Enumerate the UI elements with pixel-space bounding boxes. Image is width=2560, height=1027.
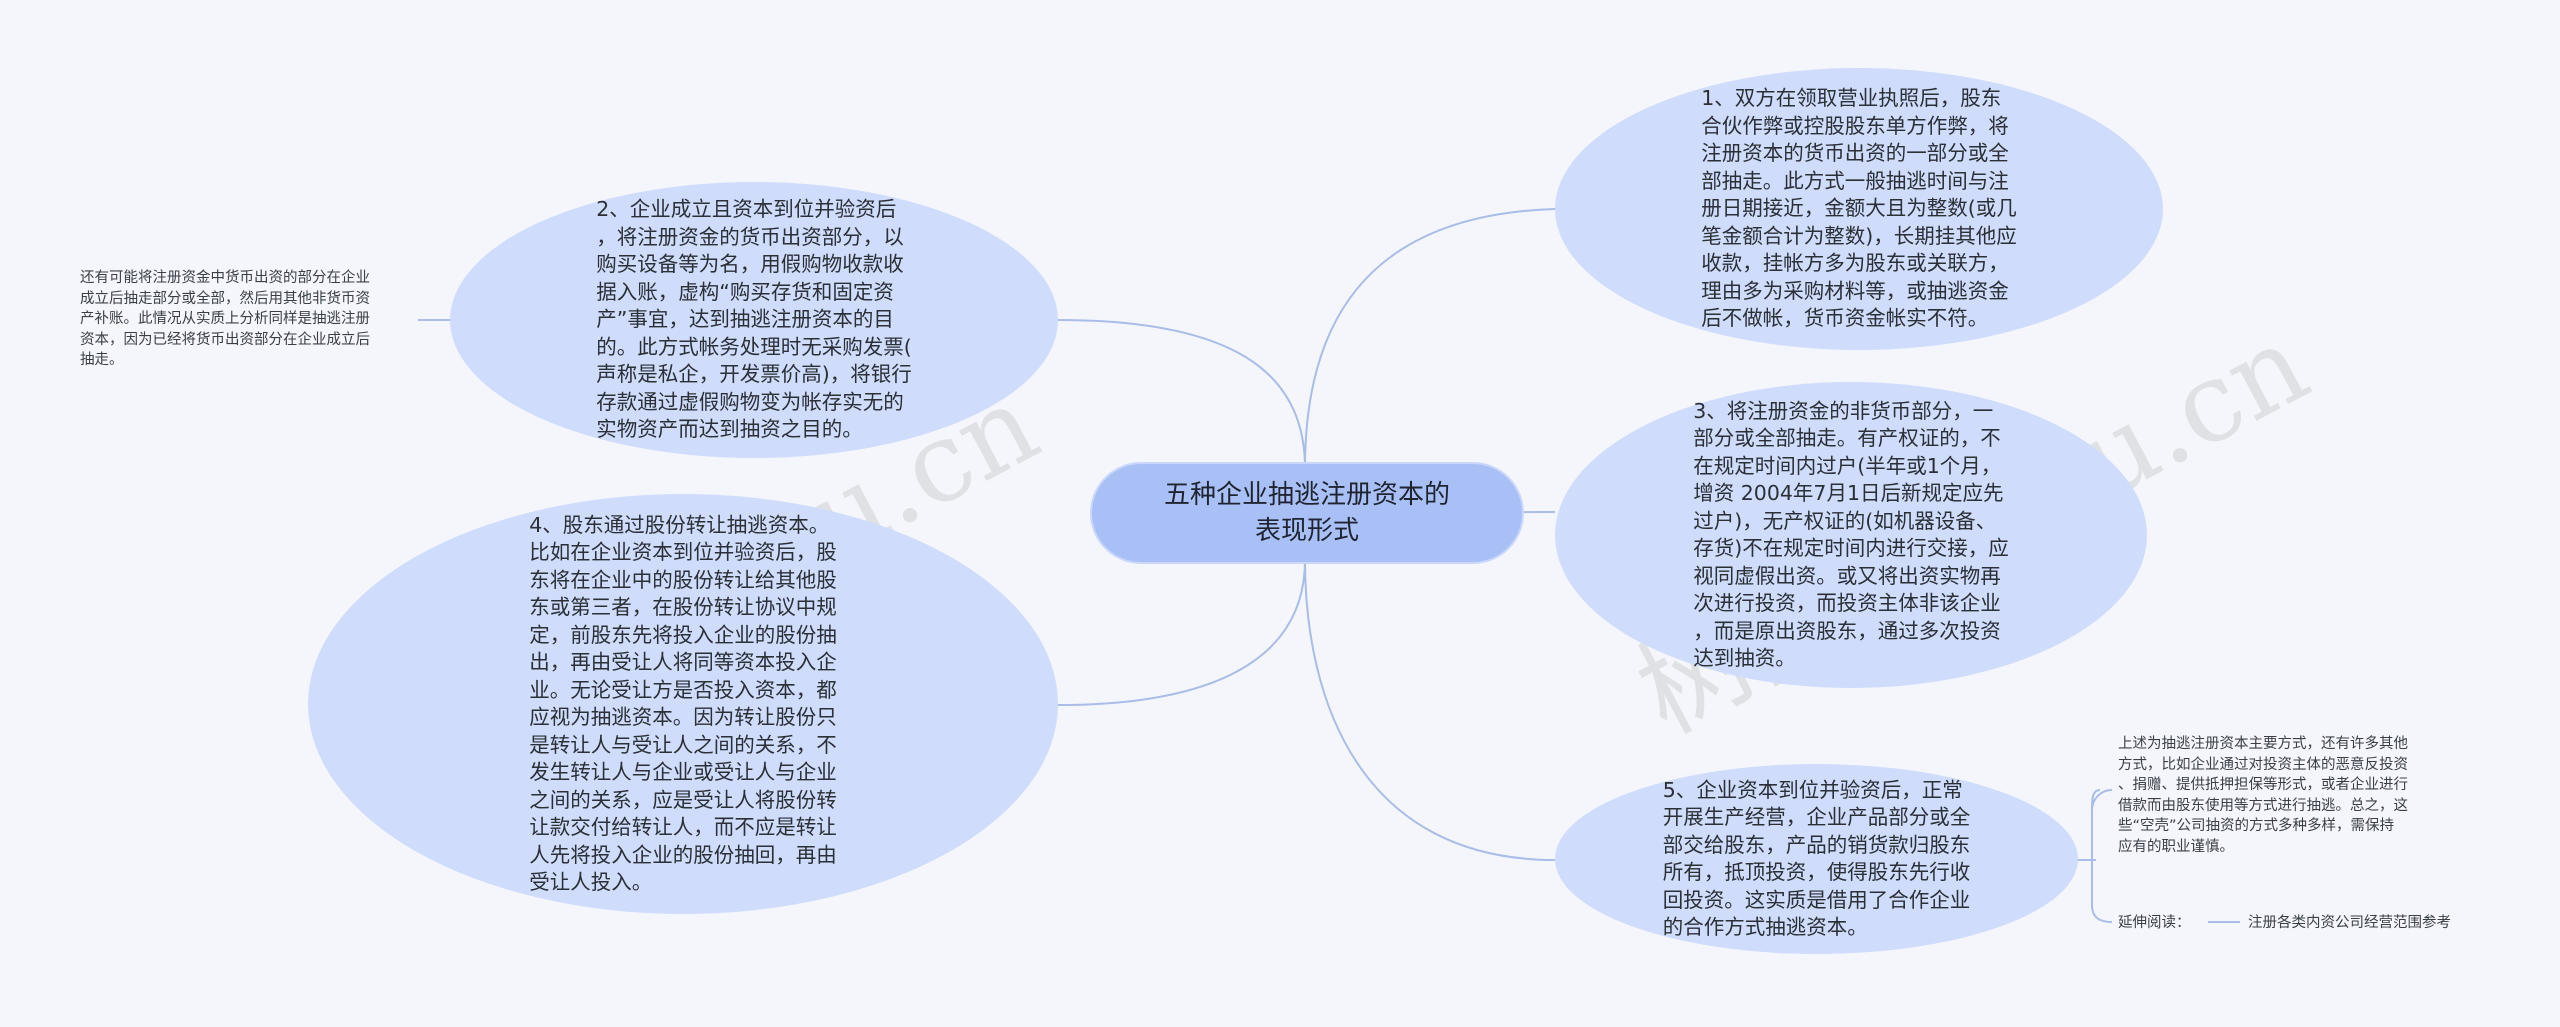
branch-5[interactable]: 5、企业资本到位并验资后，正常 开展生产经营，企业产品部分或全 部交给股东，产品… [1555, 764, 2078, 954]
branch-3[interactable]: 3、将注册资金的非货币部分，一 部分或全部抽走。有产权证的，不 在规定时间内过户… [1555, 382, 2147, 688]
link-root-branch1 [1304, 208, 1556, 469]
extend-reading-link[interactable]: 注册各类内资公司经营范围参考 [2248, 915, 2451, 931]
root-topic-label: 五种企业抽逃注册资本的 表现形式 [1163, 480, 1450, 546]
link-root-branch5 [1304, 559, 1556, 861]
branch-2-text: 2、企业成立且资本到位并验资后 ，将注册资金的货币出资部分，以 购买设备等为名，… [596, 197, 912, 442]
branch-4[interactable]: 4、股东通过股份转让抽逃资本。 比如在企业资本到位并验资后，股 东将在企业中的股… [308, 494, 1058, 914]
branch-4-text: 4、股东通过股份转让抽逃资本。 比如在企业资本到位并验资后，股 东将在企业中的股… [529, 512, 837, 895]
branch-3-text: 3、将注册资金的非货币部分，一 部分或全部抽走。有产权证的，不 在规定时间内过户… [1693, 398, 2009, 671]
branch-1-text: 1、双方在领取营业执照后，股东 合伙作弊或控股股东单方作弊，将 注册资本的货币出… [1701, 86, 2017, 331]
branch-2[interactable]: 2、企业成立且资本到位并验资后 ，将注册资金的货币出资部分，以 购买设备等为名，… [450, 182, 1058, 458]
link-branch5-notes [2078, 789, 2113, 923]
extend-reading-label: 延伸阅读： [2118, 915, 2191, 931]
link-root-branch4 [1057, 559, 1306, 706]
note-right: 上述为抽逃注册资本主要方式，还有许多其他 方式，比如企业通过对投资主体的恶意反投… [2118, 736, 2408, 855]
branch-5-text: 5、企业资本到位并验资后，正常 开展生产经营，企业产品部分或全 部交给股东，产品… [1662, 777, 1971, 940]
branch-1[interactable]: 1、双方在领取营业执照后，股东 合伙作弊或控股股东单方作弊，将 注册资本的货币出… [1555, 68, 2163, 350]
root-topic[interactable]: 五种企业抽逃注册资本的 表现形式 [1090, 462, 1524, 564]
note-left: 还有可能将注册资金中货币出资的部分在企业 成立后抽走部分或全部，然后用其他非货币… [80, 270, 370, 368]
link-root-branch2 [1057, 319, 1306, 469]
